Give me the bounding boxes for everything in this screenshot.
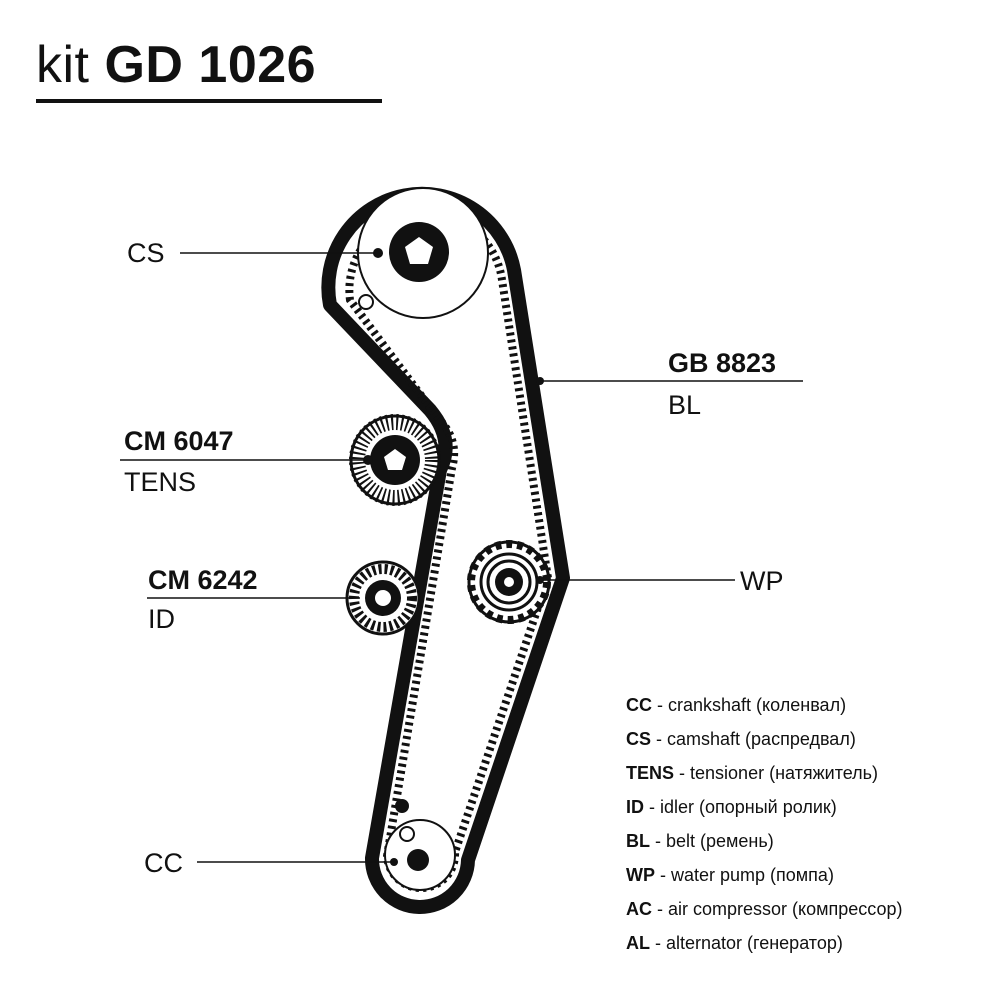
title-underline (36, 99, 382, 103)
leader-lines (120, 252, 803, 863)
legend-code: WP (626, 865, 655, 885)
label-tensioner-part: CM 6047 (124, 426, 234, 456)
tensioner-pulley (349, 414, 441, 506)
legend-code: AC (626, 899, 652, 919)
legend-item: CS - camshaft (распредвал) (626, 722, 903, 756)
belt-outer (321, 186, 570, 914)
legend-text: - belt (ремень) (655, 831, 774, 851)
label-tensioner: TENS (124, 467, 197, 497)
legend-text: - tensioner (натяжитель) (679, 763, 879, 783)
legend-item: WP - water pump (помпа) (626, 858, 903, 892)
legend-code: BL (626, 831, 650, 851)
legend-item: AC - air compressor (компрессор) (626, 892, 903, 926)
crankshaft-sprocket (384, 799, 456, 891)
legend-item: CC - crankshaft (коленвал) (626, 688, 903, 722)
legend-item: TENS - tensioner (натяжитель) (626, 756, 903, 790)
kit-title-prefix: kit (36, 36, 90, 94)
leader-belt-dot (536, 377, 544, 385)
legend-code: ID (626, 797, 644, 817)
legend-item: AL - alternator (генератор) (626, 926, 903, 960)
label-crankshaft: CC (144, 848, 183, 878)
label-idler-part: CM 6242 (148, 565, 258, 595)
legend-text: - air compressor (компрессор) (657, 899, 903, 919)
legend-text: - idler (опорный ролик) (649, 797, 837, 817)
legend: CC - crankshaft (коленвал) CS - camshaft… (626, 688, 903, 960)
kit-title: kit GD 1026 (36, 30, 316, 100)
camshaft-sprocket (357, 187, 489, 319)
label-belt-part: GB 8823 (668, 348, 777, 378)
legend-code: AL (626, 933, 650, 953)
legend-code: CC (626, 695, 652, 715)
legend-text: - crankshaft (коленвал) (657, 695, 847, 715)
label-idler: ID (148, 604, 175, 634)
legend-text: - camshaft (распредвал) (656, 729, 856, 749)
kit-title-code: GD 1026 (104, 36, 317, 94)
legend-code: CS (626, 729, 652, 749)
label-camshaft: CS (127, 238, 165, 268)
legend-text: - water pump (помпа) (660, 865, 834, 885)
label-belt: BL (668, 390, 702, 420)
legend-item: ID - idler (опорный ролик) (626, 790, 903, 824)
leader-wp-dot (536, 576, 544, 584)
legend-text: - alternator (генератор) (655, 933, 843, 953)
legend-item: BL - belt (ремень) (626, 824, 903, 858)
label-water-pump: WP (740, 566, 784, 596)
legend-code: TENS (626, 763, 675, 783)
